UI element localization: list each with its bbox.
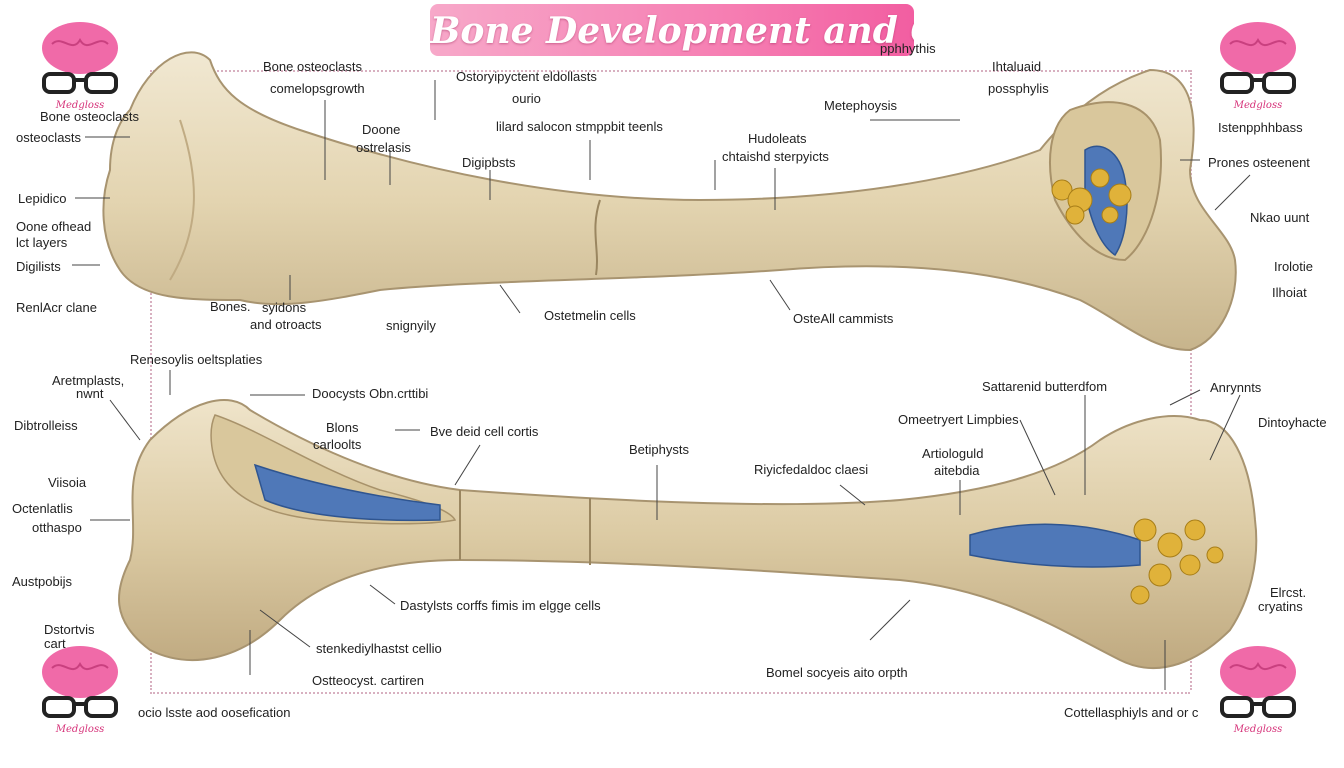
diagram-label: pphhythis (880, 41, 936, 56)
title-banner (430, 4, 914, 56)
lower-long-bone (118, 399, 1258, 669)
brain-glasses-icon (36, 20, 124, 108)
diagram-label: Anrynnts (1210, 380, 1262, 395)
diagram-label: Digipbsts (462, 155, 516, 170)
diagram-label: Ostteocyst. cartiren (312, 673, 424, 688)
diagram-label: Dstortvis (44, 622, 95, 637)
diagram-label: Nkao uunt (1250, 210, 1310, 225)
diagram-label: Omeetryert Limpbies (898, 412, 1019, 427)
diagram-label: cart (44, 636, 66, 651)
upper-spongy-bone (1051, 168, 1132, 225)
logo-top-right: Medgloss (1210, 14, 1306, 124)
diagram-label: Dibtrolleiss (14, 418, 78, 433)
upper-long-bone (102, 51, 1237, 352)
diagram-label: Cottellasphiyls and or c (1064, 705, 1199, 720)
diagram-label: comelopsgrowth (270, 81, 365, 96)
diagram-label: Ostetmelin cells (544, 308, 636, 323)
diagram-label: cryatins (1258, 599, 1303, 614)
diagram-label: stenkediylhastst cellio (316, 641, 442, 656)
diagram-label: possphylis (988, 81, 1049, 96)
dotted-frame (150, 70, 1190, 694)
diagram-label: Ilhoiat (1272, 285, 1307, 300)
brand-name: Medgloss (55, 724, 105, 735)
diagram-label: Viisoia (48, 475, 87, 490)
diagram-label: Bone osteoclasts (40, 109, 140, 124)
diagram-label: Aretmplasts, (52, 373, 125, 388)
diagram-label: lilard salocon stmppbit teenls (496, 119, 663, 134)
diagram-label: snignyily (386, 318, 436, 333)
diagram-label: Hudoleats (748, 131, 807, 146)
brand-name: Medgloss (55, 100, 105, 111)
diagram-label: aitebdia (934, 463, 980, 478)
diagram-label: Irolotie (1274, 259, 1314, 274)
brain-glasses-icon (1214, 644, 1302, 732)
logo-top-left: Medgloss (32, 14, 128, 124)
diagram-label: Bone osteoclasts (263, 59, 363, 74)
diagram-label: chtaishd sterpyicts (722, 149, 829, 164)
page-title: Bone Development and Growth (430, 10, 914, 52)
diagram-label: Artiologuld (922, 446, 984, 461)
diagram-label: ourio (512, 91, 541, 106)
lower-left-marrow (253, 463, 441, 522)
diagram-label: RenlAcr clane (16, 300, 97, 315)
diagram-label: Betiphysts (629, 442, 689, 457)
dotted-frame-left (150, 70, 152, 690)
diagram-label: Bve deid cell cortis (430, 424, 539, 439)
diagram-label: otthaspo (32, 520, 82, 535)
leader-lines (72, 80, 1251, 690)
diagram-label: Elrcst. (1270, 585, 1307, 600)
diagram-label: Blons (326, 420, 359, 435)
diagram-label: and otroacts (250, 317, 322, 332)
diagram-label: syidons (262, 300, 307, 315)
diagram-label: Istenpphhbass (1218, 120, 1303, 135)
diagram-label: Ostoryipyctent eldollasts (456, 69, 597, 84)
lower-bone-body (118, 399, 1258, 669)
diagram-label: Metephoysis (824, 98, 897, 113)
diagram-label: Bomel socyeis aito orpth (766, 665, 908, 680)
upper-bone-body (102, 51, 1237, 352)
diagram-label: Dintoyhacte (1258, 415, 1327, 430)
diagram-label: osteoclasts (16, 130, 82, 145)
diagram-label: nwnt (76, 386, 104, 401)
diagram-label: Austpobijs (12, 574, 72, 589)
lower-right-marrow (969, 523, 1141, 568)
diagram-label: Dastylsts corffs fimis im elgge cells (400, 598, 601, 613)
diagram-label: Ihtaluaid (992, 59, 1042, 74)
upper-bone-shading (169, 119, 195, 281)
brand-name: Medgloss (1233, 100, 1283, 111)
logo-bottom-left: Medgloss (32, 638, 128, 748)
diagram-label: Bones. (210, 299, 251, 314)
lower-spongy-bone (1130, 518, 1224, 605)
upper-bone-crack (594, 199, 601, 276)
diagram-label: carloolts (313, 437, 362, 452)
brain-glasses-icon (1214, 20, 1302, 108)
diagram-label: Prones osteenent (1208, 155, 1310, 170)
diagram-label: Sattarenid butterdfom (982, 379, 1108, 394)
brand-name: Medgloss (1233, 724, 1283, 735)
diagram-label: Riyicfedaldoc claesi (754, 462, 869, 477)
brain-glasses-icon (36, 644, 124, 732)
dotted-frame-right (1190, 70, 1192, 690)
diagram-label: Digilists (16, 259, 61, 274)
logo-bottom-right: Medgloss (1210, 638, 1306, 748)
diagram-label: Renesoylis oeltsplaties (130, 352, 263, 367)
diagram-label: Oone ofhead (16, 219, 92, 234)
diagram-label: Lepidico (18, 191, 67, 206)
diagram-label: lct layers (16, 235, 68, 250)
diagram-label: OsteAll cammists (793, 311, 894, 326)
diagram-label: Octenlatlis (12, 501, 73, 516)
diagram-label: ostrelasis (356, 140, 411, 155)
diagram-label: ocio lsste aod oosefication (138, 705, 291, 720)
diagram-label: Doone (362, 122, 401, 137)
diagram-label: Doocysts Obn.crttibi (312, 386, 429, 401)
